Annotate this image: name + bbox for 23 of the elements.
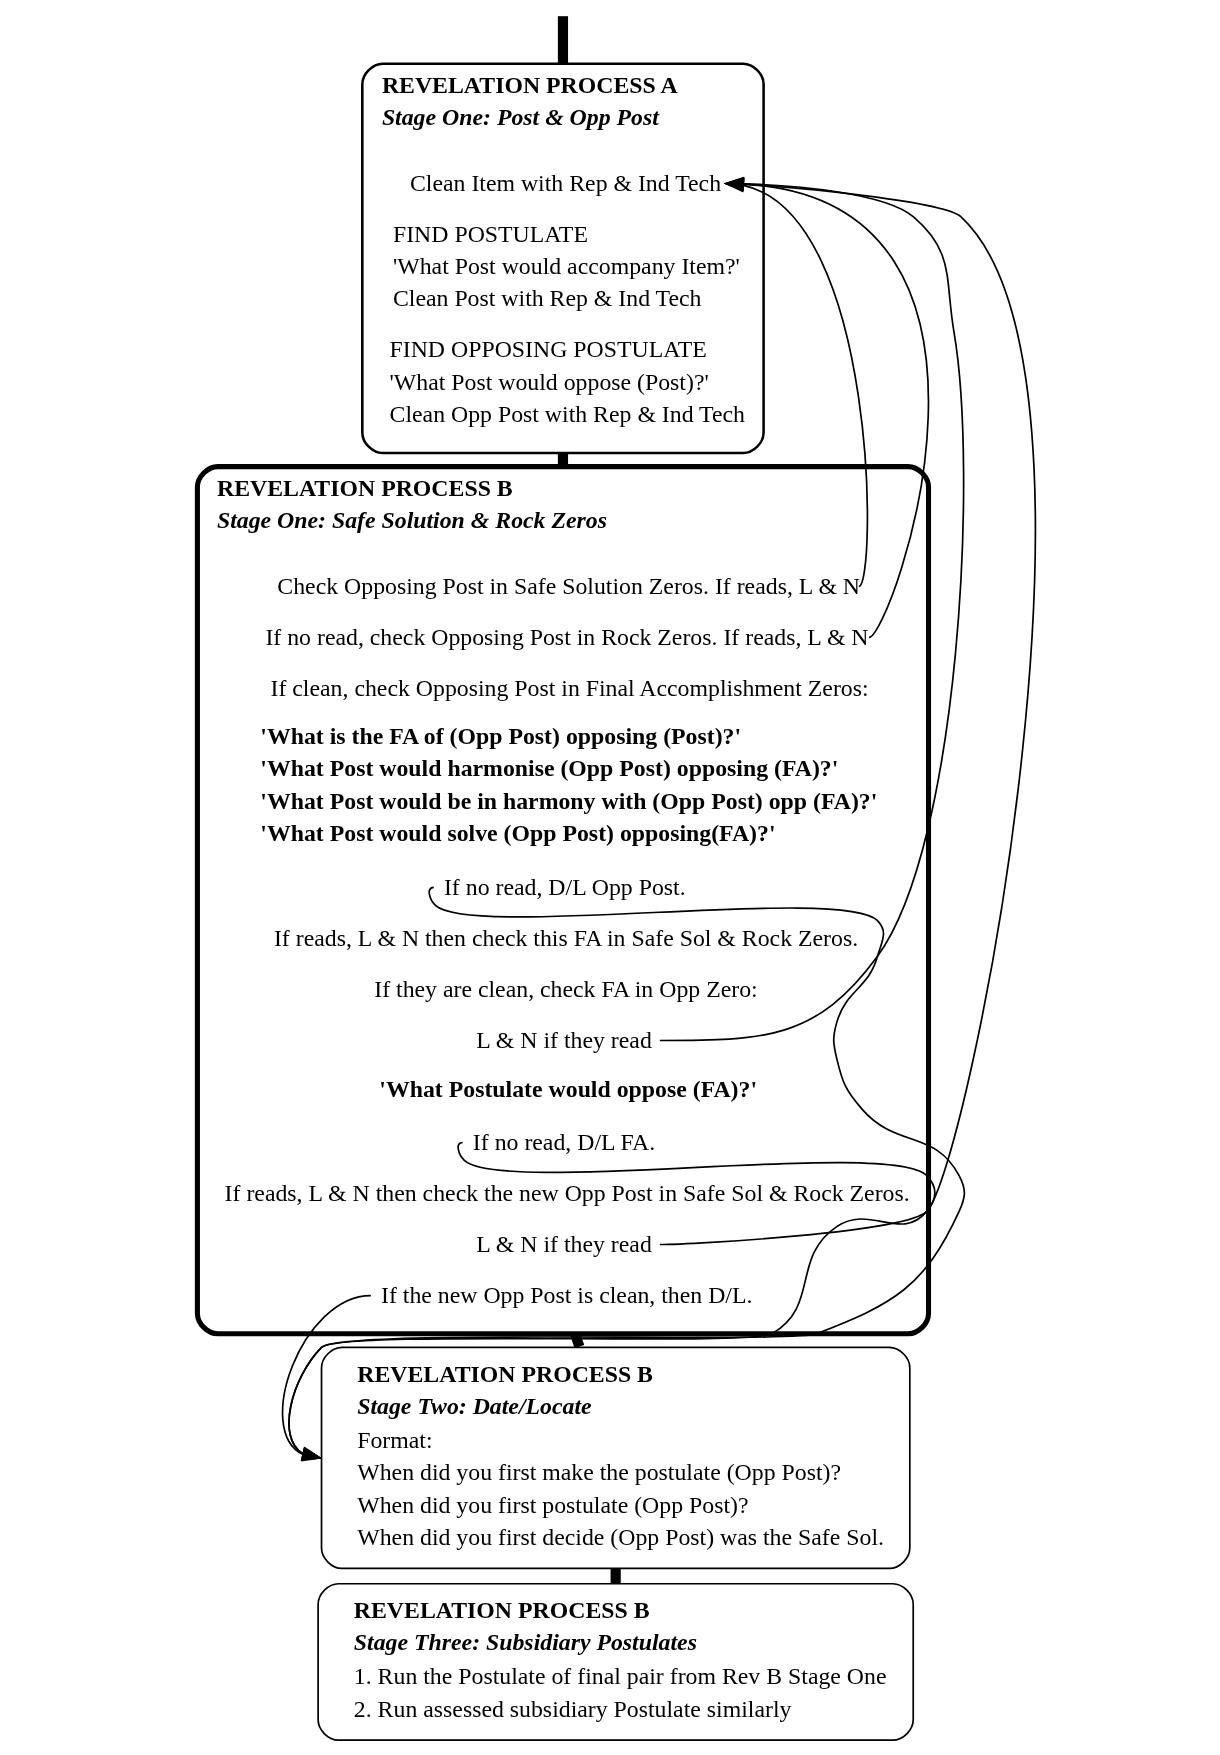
- node-text: FIND OPPOSING POSTULATE 'What Post would oppose (Post)?' Clean Opp Post with Rep & Ind Tech: [389, 336, 746, 427]
- node-text: Check Opposing Post in Safe Solution Zeros. If reads, L & N: [277, 572, 861, 599]
- node-text: If the new Opp Post is clean, then D/L.: [381, 1281, 753, 1308]
- node-text: If no read, check Opposing Post in Rock Zeros. If reads, L & N: [265, 623, 869, 650]
- node-text: If no read, D/L FA.: [472, 1128, 656, 1155]
- connector: [557, 453, 569, 467]
- node-text: Clean Item with Rep & Ind Tech: [409, 169, 722, 196]
- node-box: REVELATION PROCESS B Stage Three: Subsidiary Postulates 1. Run the Postulate of final pair from Rev B Stage One 2. Run assessed subsidiary Postulate similarly: [317, 1582, 915, 1741]
- arrow: [288, 886, 966, 1461]
- arrow: [282, 1294, 372, 1462]
- node-text: FIND POSTULATE 'What Post would accompany Item?' Clean Post with Rep & Ind Tech: [392, 220, 740, 312]
- node-text: If no read, D/L Opp Post.: [443, 873, 686, 900]
- node-text: L & N if they read: [476, 1026, 652, 1053]
- node-box: REVELATION PROCESS B Stage Two: Date/Locate Format: When did you first make the postulate (Opp Post)? When did you first postulate (Opp Post)? When did you first decide (Opp Post) was the Safe Sol.: [320, 1346, 911, 1570]
- node-text: If they are clean, check FA in Opp Zero:: [374, 975, 758, 1002]
- node-text: 'What is the FA of (Opp Post) opposing (Post)?' 'What Post would harmonise (Opp Post) opposing (FA)?' 'What Post would be in harmony with (Opp Post) opp (FA)?' 'What Post would solve (Opp Post) opposing(FA)?': [260, 723, 878, 847]
- connector: [610, 1568, 621, 1584]
- node-text: 'What Postulate would oppose (FA)?': [379, 1075, 758, 1102]
- node-text: L & N if they read: [476, 1230, 652, 1257]
- node-text: If clean, check Opposing Post in Final Accomplishment Zeros:: [270, 674, 869, 701]
- connector: [557, 16, 569, 64]
- node-text: If reads, L & N then check this FA in Safe Sol & Rock Zeros.: [273, 924, 859, 951]
- node-text: If reads, L & N then check the new Opp Post in Safe Sol & Rock Zeros.: [224, 1179, 910, 1206]
